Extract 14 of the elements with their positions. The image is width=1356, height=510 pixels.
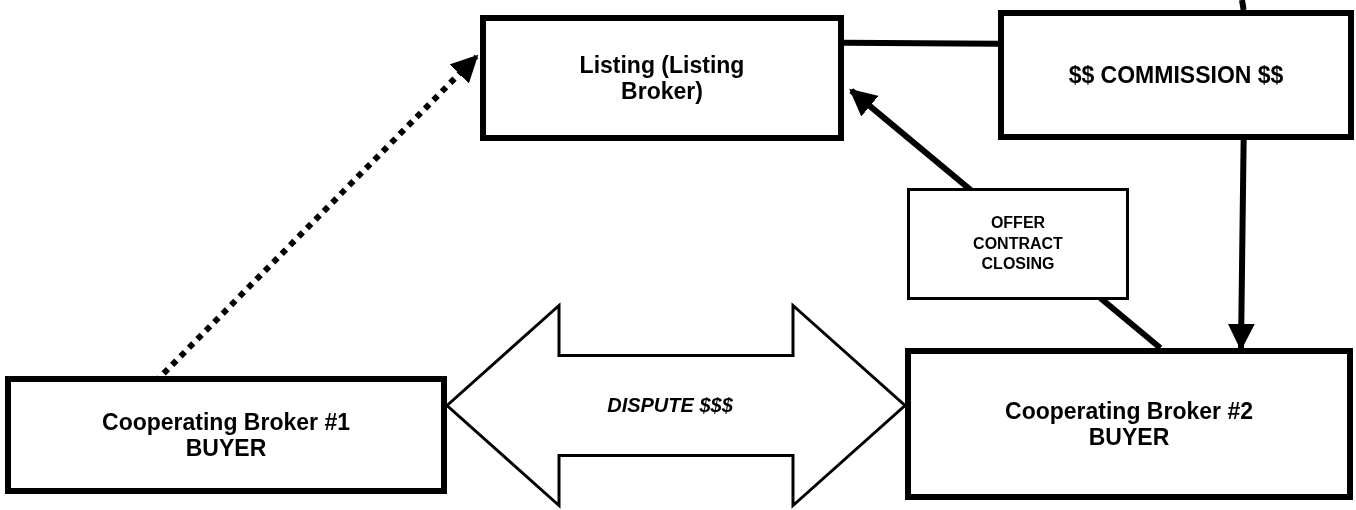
commission-box	[998, 10, 1354, 140]
node-label: Listing (Listing Broker)	[578, 51, 746, 105]
node-label: Cooperating Broker #2 BUYER	[1004, 397, 1254, 451]
double-block-arrow	[444, 302, 908, 509]
broker-box	[905, 348, 1353, 500]
arrow	[1227, 139, 1255, 351]
connector-line	[843, 39, 999, 47]
listing-box	[480, 15, 844, 141]
node-label: Cooperating Broker #1 BUYER	[101, 408, 351, 462]
broker-box	[5, 376, 447, 494]
edge-label: DISPUTE $$$	[606, 392, 734, 418]
edge-label: OFFER CONTRACT CLOSING	[907, 188, 1129, 300]
node-label: $$ COMMISSION $$	[1068, 61, 1284, 89]
connector-line	[1239, 0, 1247, 11]
